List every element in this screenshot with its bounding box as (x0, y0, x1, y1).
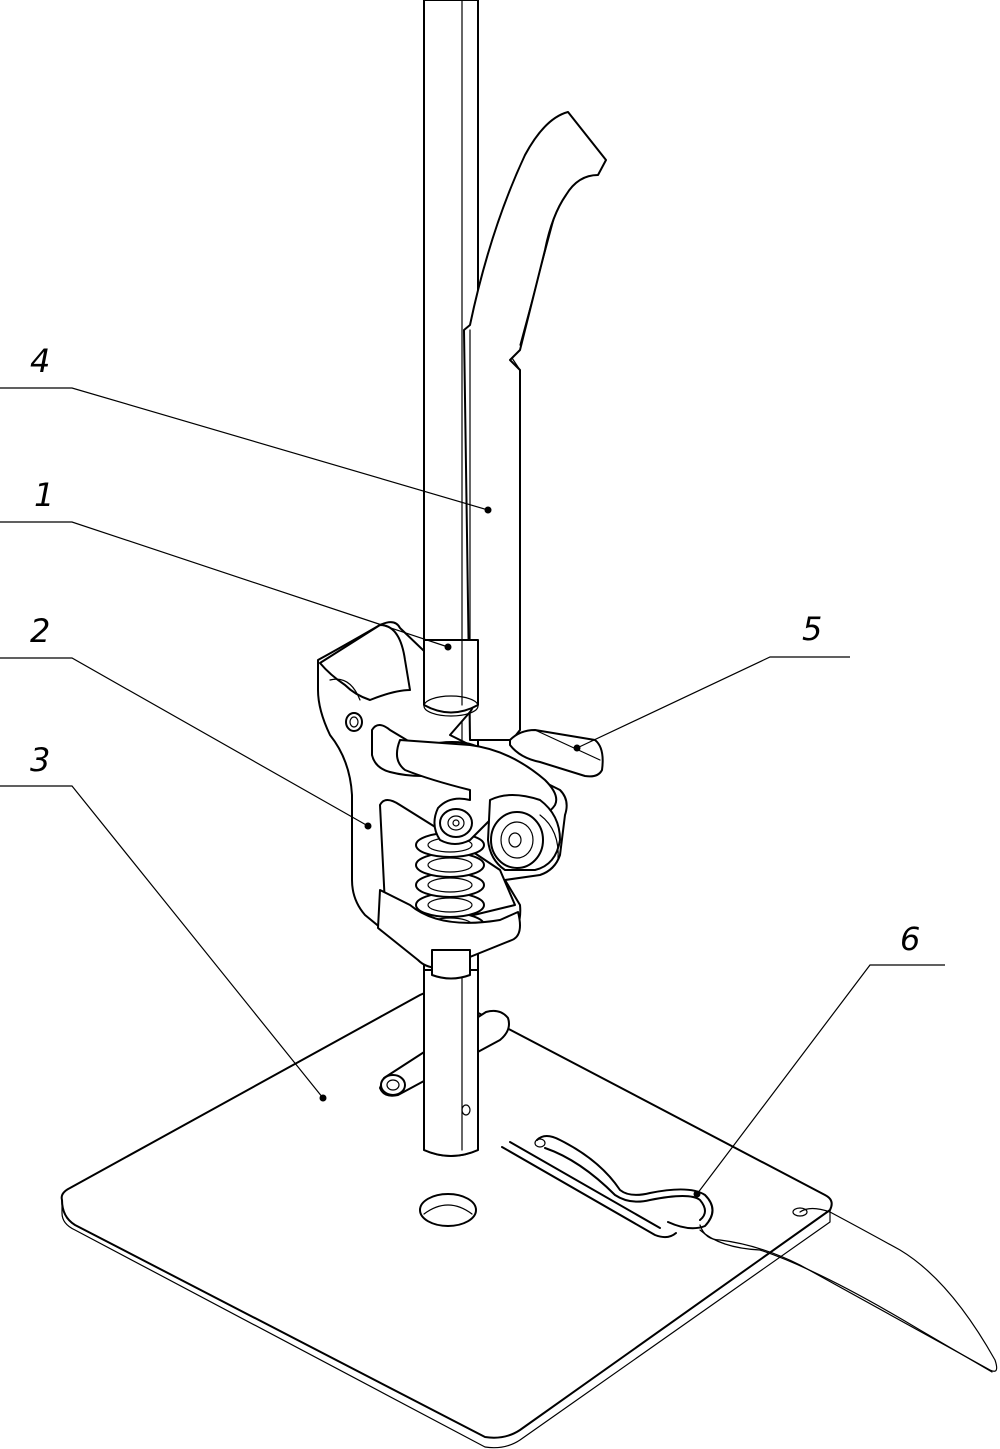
leader-lines (0, 387, 945, 1198)
cross-pin (379, 969, 510, 1157)
base-plate (60, 991, 833, 1449)
link-arm (395, 739, 558, 845)
leader-2-dot (364, 822, 372, 830)
leader-6-dot (693, 1190, 701, 1198)
callout-2: 2 (30, 612, 50, 650)
callout-labels: 4 1 2 3 5 6 (30, 342, 920, 958)
leader-3 (0, 785, 324, 1099)
callout-3: 3 (30, 741, 50, 779)
leader-4-dot (484, 506, 492, 514)
roller-wheel (487, 794, 561, 871)
clamp-body (317, 621, 568, 968)
callout-4: 4 (30, 342, 50, 380)
leader-5 (576, 656, 850, 749)
r-clip-pin (501, 1135, 998, 1373)
lever-handle (463, 111, 607, 741)
leader-2 (0, 657, 369, 827)
leader-4 (0, 387, 489, 511)
callout-5: 5 (802, 610, 822, 648)
clamp-bottom (377, 889, 521, 980)
leader-5-dot (573, 744, 581, 752)
leader-3-dot (319, 1094, 327, 1102)
callout-1: 1 (34, 476, 54, 514)
callout-6: 6 (900, 920, 920, 958)
leader-6 (696, 964, 945, 1195)
foot-pedal (509, 729, 604, 778)
leader-1 (0, 521, 449, 648)
leader-1-dot (444, 643, 452, 651)
